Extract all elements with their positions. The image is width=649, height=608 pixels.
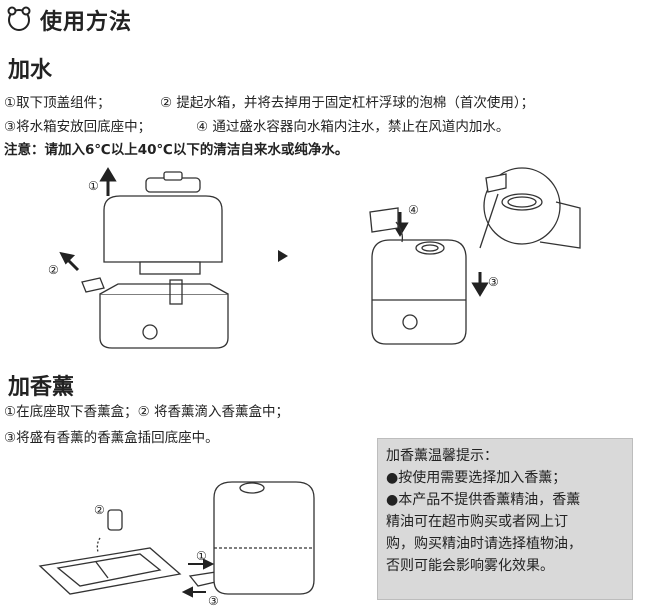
water-fig-mark-2: ② — [48, 263, 59, 277]
water-illustration: ① ② ④ ③ — [48, 167, 581, 349]
tips-item-2-line-1: ●本产品不提供香薰精油，香薰 — [386, 492, 581, 508]
water-fig-mark-1: ① — [88, 179, 99, 193]
water-step-3: ③将水箱安放回底座中； — [4, 119, 152, 135]
aroma-illustration: ② ① ③ — [38, 481, 315, 608]
aroma-step-1-2: ①在底座取下香薰盒；② 将香薰滴入香薰盒中； — [4, 404, 289, 420]
tips-item-2-line-3: 购，购买精油时请选择植物油， — [386, 536, 582, 552]
water-note: 注意：请加入6℃以上40℃以下的清洁自来水或纯净水。 — [4, 142, 349, 158]
water-tank — [103, 195, 223, 263]
water-step-4: ④ 通过盛水容器向水箱内注水，禁止在风道内加水。 — [196, 119, 510, 135]
aroma-fig-mark-1: ① — [196, 549, 207, 563]
water-fig-mark-3: ③ — [488, 275, 499, 289]
page-title: 使用方法 — [40, 10, 133, 35]
bear-icon — [7, 6, 31, 31]
section-heading-aroma: 加香薰 — [8, 375, 75, 400]
water-step-1: ①取下顶盖组件； — [4, 95, 111, 111]
aroma-fig-mark-3: ③ — [208, 594, 219, 608]
foam — [81, 277, 105, 293]
section-heading-water: 加水 — [8, 58, 53, 83]
next-arrow-icon — [278, 250, 288, 262]
aroma-step-3: ③将盛有香薰的香薰盒插回底座中。 — [4, 430, 219, 446]
base — [99, 293, 229, 349]
water-step-2: ② 提起水箱，并将去掉用于固定杠杆浮球的泡棉（首次使用）； — [160, 95, 535, 111]
aroma-tips-box: 加香薰温馨提示： ●按使用需要选择加入香薰； ●本产品不提供香薰精油，香薰 精油… — [377, 438, 633, 600]
tips-item-1: ●按使用需要选择加入香薰； — [386, 470, 567, 486]
tips-item-2-line-2: 精油可在超市购买或者网上订 — [386, 514, 568, 530]
humidifier-side — [213, 481, 315, 595]
water-fig-mark-4: ④ — [408, 203, 419, 217]
pitcher — [369, 207, 399, 233]
tips-item-2-line-4: 否则可能会影响雾化效果。 — [386, 558, 554, 574]
humidifier-body — [371, 239, 467, 345]
essential-oil-bottle — [107, 509, 123, 531]
aroma-fig-mark-2: ② — [94, 503, 105, 517]
tips-title: 加香薰温馨提示： — [386, 448, 498, 464]
